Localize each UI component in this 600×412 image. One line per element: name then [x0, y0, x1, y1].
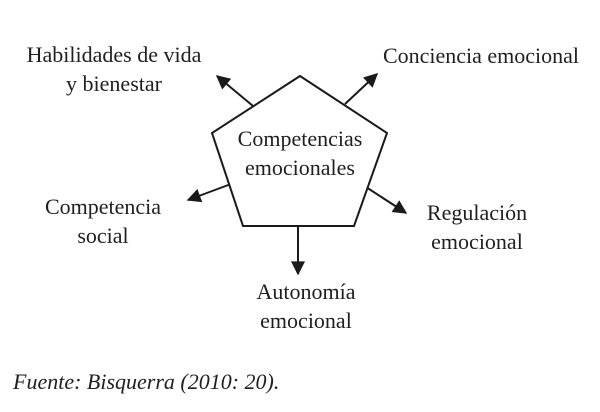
label-competencia-social: Competencia social — [13, 192, 193, 250]
arrow-top-right — [344, 73, 379, 105]
label-line: emocionales — [245, 155, 355, 180]
arrow-top-left — [215, 75, 254, 107]
label-line: Competencias — [237, 126, 363, 151]
label-conciencia-emocional: Conciencia emocional — [366, 41, 596, 70]
label-line: social — [77, 223, 129, 248]
label-line: Autonomía — [256, 279, 356, 304]
label-line: emocional — [431, 229, 523, 254]
arrow-right — [365, 186, 408, 214]
label-line: emocional — [260, 308, 352, 333]
label-line: Conciencia emocional — [382, 43, 580, 68]
pentagon-center-label: Competencias emocionales — [210, 124, 390, 182]
label-autonomia-emocional: Autonomía emocional — [216, 277, 396, 335]
label-line: Regulación — [426, 200, 528, 225]
label-line: Competencia — [44, 194, 162, 219]
pentagon-shape — [210, 74, 389, 227]
arrow-left — [186, 183, 232, 203]
label-line: Habilidades de vida — [26, 42, 202, 67]
label-line: y bienestar — [66, 71, 162, 96]
source-note: Fuente: Bisquerra (2010: 20). — [13, 369, 280, 394]
label-regulacion-emocional: Regulación emocional — [392, 198, 562, 256]
label-habilidades-de-vida-y-bienestar: Habilidades de vida y bienestar — [4, 40, 224, 98]
